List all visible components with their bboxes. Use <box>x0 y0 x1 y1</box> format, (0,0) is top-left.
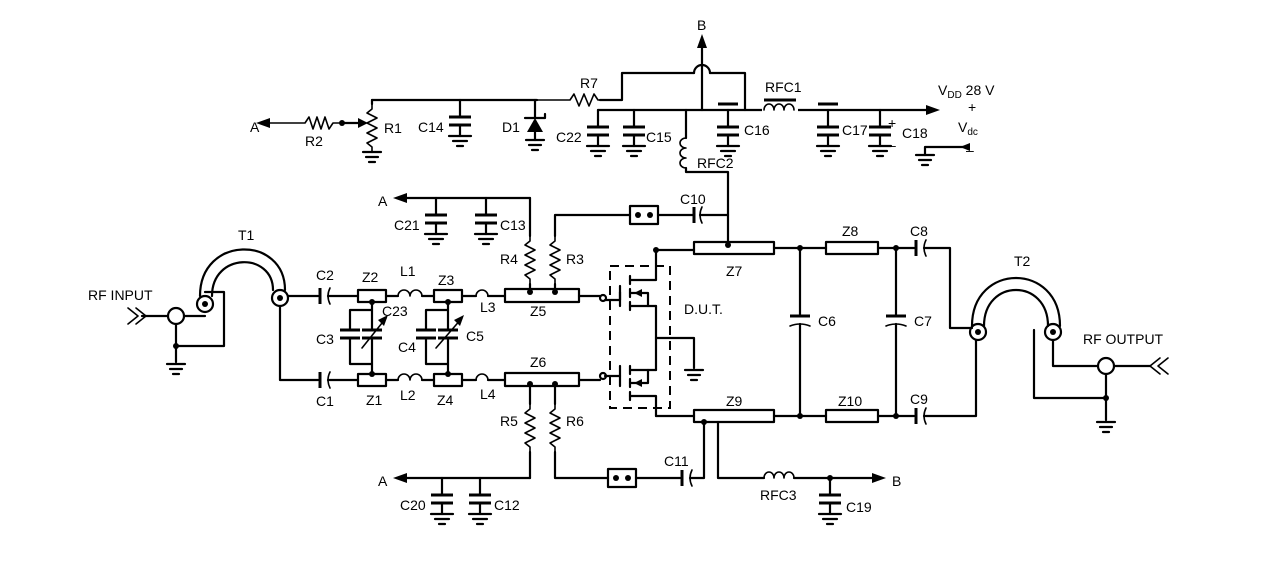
label-z5: Z5 <box>530 303 547 319</box>
label-plus-supply: + <box>968 99 976 115</box>
label-c6: C6 <box>818 313 836 329</box>
zener-d1 <box>523 98 547 152</box>
label-c10: C10 <box>680 191 706 207</box>
label-rf-output: RF OUTPUT <box>1083 331 1164 347</box>
label-t1: T1 <box>238 227 255 243</box>
label-b-top: B <box>697 17 706 33</box>
label-c19: C19 <box>846 499 872 515</box>
label-l3: L3 <box>480 299 496 315</box>
label-a-top: A <box>250 119 260 135</box>
label-c20: C20 <box>400 497 426 513</box>
label-z6: Z6 <box>530 354 547 370</box>
label-r7: R7 <box>580 75 598 91</box>
label-c4: C4 <box>398 339 416 355</box>
label-c18-plus: + <box>888 115 896 131</box>
label-l1: L1 <box>400 263 416 279</box>
label-rfc1: RFC1 <box>765 79 802 95</box>
label-r3: R3 <box>566 251 584 267</box>
label-b-bot: B <box>892 473 901 489</box>
label-c5: C5 <box>466 328 484 344</box>
supply-network: B RFC1 VDD 28 V + Vdc – C22 C15 C16 <box>250 17 995 247</box>
label-dut: D.U.T. <box>684 301 723 317</box>
label-c13: C13 <box>500 217 526 233</box>
label-t2: T2 <box>1014 253 1031 269</box>
label-d1: D1 <box>502 119 520 135</box>
label-r5: R5 <box>500 413 518 429</box>
label-c1: C1 <box>316 393 334 409</box>
label-c22: C22 <box>556 129 582 145</box>
label-c9: C9 <box>910 391 928 407</box>
gate-bias-upper: A C21 C13 R4 R3 C10 <box>378 191 730 294</box>
dut-transistor: D.U.T. <box>598 248 723 418</box>
label-rfc3: RFC3 <box>760 487 797 503</box>
label-c7: C7 <box>914 313 932 329</box>
label-r2: R2 <box>305 133 323 149</box>
label-a-bot: A <box>378 473 388 489</box>
label-rfc2: RFC2 <box>697 155 734 171</box>
label-z8: Z8 <box>842 223 859 239</box>
label-c11: C11 <box>664 453 689 469</box>
output-section: Z7 Z8 C8 C6 C7 Z9 Z10 <box>653 223 1169 434</box>
label-vdc: Vdc <box>958 119 978 138</box>
label-z9: Z9 <box>726 393 743 409</box>
label-vdd: VDD 28 V <box>938 82 995 101</box>
label-z2: Z2 <box>362 269 379 285</box>
label-rf-input: RF INPUT <box>88 287 153 303</box>
label-c23: C23 <box>382 303 408 319</box>
label-c2: C2 <box>316 267 334 283</box>
gate-bias-lower: R5 R6 C11 A C20 C12 RFC3 B C19 <box>378 382 901 526</box>
label-z7: Z7 <box>726 263 743 279</box>
label-c18-minus: – <box>888 137 896 153</box>
inductor-rfc1 <box>762 98 798 118</box>
input-section: RF INPUT T1 C2 C1 Z2 <box>88 227 602 409</box>
label-c16: C16 <box>744 122 770 138</box>
label-c3: C3 <box>316 331 334 347</box>
label-c8: C8 <box>910 223 928 239</box>
label-z1: Z1 <box>366 392 383 408</box>
label-z10: Z10 <box>838 393 862 409</box>
label-a-mid: A <box>378 193 388 209</box>
label-r1: R1 <box>384 120 402 136</box>
label-z4: Z4 <box>437 392 454 408</box>
label-c14: C14 <box>418 119 444 135</box>
label-c21: C21 <box>394 217 420 233</box>
label-r4: R4 <box>500 251 518 267</box>
label-z3: Z3 <box>438 272 455 288</box>
label-c17: C17 <box>842 122 868 138</box>
label-l4: L4 <box>480 386 496 402</box>
label-c15: C15 <box>646 129 672 145</box>
label-c12: C12 <box>494 497 520 513</box>
label-l2: L2 <box>400 387 416 403</box>
label-r6: R6 <box>566 413 584 429</box>
label-c18: C18 <box>902 125 928 141</box>
